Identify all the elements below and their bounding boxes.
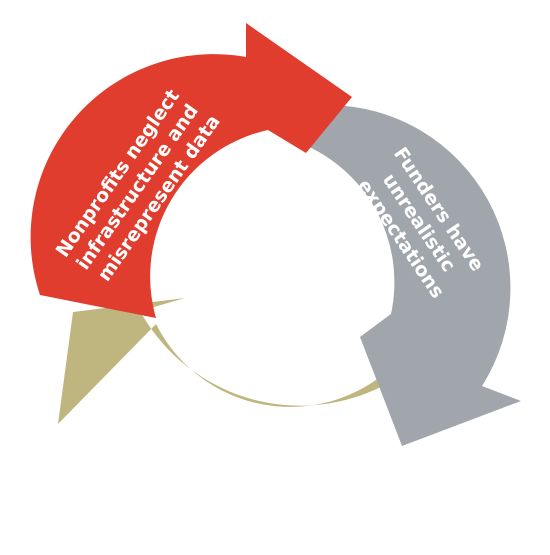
olive-arrow (58, 298, 447, 424)
olive-label: Nonprofits feel pressure to conform (147, 421, 368, 486)
red-arrow (30, 23, 352, 318)
gray-arrow (295, 105, 521, 446)
